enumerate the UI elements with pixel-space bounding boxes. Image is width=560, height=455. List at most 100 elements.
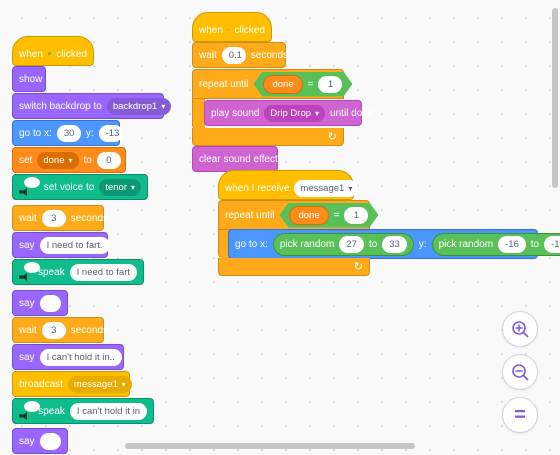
wait-seconds-input[interactable]: 3 bbox=[41, 321, 66, 339]
x-input[interactable]: 30 bbox=[56, 124, 81, 142]
say-label: say bbox=[19, 239, 35, 251]
until-done-label: until done bbox=[330, 107, 374, 119]
repeat-until-arm bbox=[218, 230, 231, 258]
done-variable[interactable]: done bbox=[263, 75, 302, 94]
seconds-label: seconds bbox=[70, 324, 109, 336]
repeat-until-arm bbox=[192, 99, 205, 129]
vertical-scrollbar[interactable] bbox=[552, 8, 558, 188]
say-text-input[interactable]: I can't hold it in.. bbox=[39, 348, 122, 366]
wait-label: wait bbox=[19, 212, 37, 224]
play-sound-label: play sound bbox=[211, 107, 260, 119]
go-to-label: go to x: bbox=[235, 238, 268, 250]
equals-operator[interactable]: done = 1 bbox=[253, 72, 352, 97]
speak-text-input[interactable]: I can't hold it in bbox=[69, 402, 147, 420]
compare-value-input[interactable]: 1 bbox=[318, 76, 342, 93]
repeat-until-block[interactable]: repeat until done = 1 bbox=[192, 69, 344, 99]
zoom-in-button[interactable] bbox=[502, 311, 538, 347]
green-flag-icon bbox=[228, 29, 230, 31]
zoom-in-icon bbox=[512, 321, 529, 338]
to-label: to bbox=[368, 238, 378, 250]
wait-block[interactable]: wait 3 seconds bbox=[12, 317, 108, 343]
text-to-speech-icon bbox=[19, 401, 41, 421]
say-label: say bbox=[19, 351, 35, 363]
speak-text-input[interactable]: I need to fart bbox=[69, 263, 137, 281]
pick-random-label: pick random bbox=[279, 238, 335, 250]
switch-backdrop-label: switch backdrop to bbox=[19, 100, 102, 112]
random-from-input[interactable]: -16 bbox=[498, 235, 526, 253]
set-value-input[interactable]: 0 bbox=[96, 151, 121, 169]
pick-random-x-operator[interactable]: pick random 27 to 33 bbox=[272, 232, 414, 256]
say-label: say bbox=[19, 435, 35, 447]
voice-dropdown[interactable]: tenor bbox=[99, 178, 141, 196]
say-block[interactable]: say I can't hold it in.. bbox=[12, 344, 124, 370]
when-label: when bbox=[199, 24, 223, 36]
wait-seconds-input[interactable]: 3 bbox=[41, 209, 66, 227]
to-label: to bbox=[530, 238, 540, 250]
y-input[interactable]: -13 bbox=[98, 124, 123, 142]
show-label: show bbox=[19, 73, 43, 85]
compare-value-input[interactable]: 1 bbox=[344, 207, 368, 224]
broadcast-message-dropdown[interactable]: message1 bbox=[67, 375, 132, 393]
zoom-reset-button[interactable]: = bbox=[502, 397, 538, 433]
pick-random-y-operator[interactable]: pick random -16 to -10 bbox=[431, 232, 560, 256]
repeat-until-label: repeat until bbox=[225, 209, 275, 221]
wait-seconds-input[interactable]: 0.1 bbox=[221, 46, 246, 64]
when-i-receive-hat[interactable]: when I receive message1 bbox=[218, 170, 359, 200]
play-sound-until-done-block[interactable]: play sound Drip Drop until done bbox=[204, 100, 373, 126]
wait-block[interactable]: wait 3 seconds bbox=[12, 205, 108, 231]
to-label: to bbox=[83, 154, 92, 166]
zoom-out-icon bbox=[512, 364, 529, 381]
say-text-input[interactable] bbox=[39, 294, 61, 312]
random-to-input[interactable]: 33 bbox=[382, 235, 407, 253]
clicked-label: clicked bbox=[234, 24, 265, 36]
backdrop-dropdown[interactable]: backdrop1 bbox=[106, 97, 172, 115]
say-block[interactable]: say bbox=[12, 428, 68, 454]
equals-sign: = bbox=[333, 209, 340, 221]
say-text-input[interactable]: I need to fart. bbox=[39, 236, 110, 254]
speak-block[interactable]: speak I need to fart bbox=[12, 259, 144, 285]
equals-operator[interactable]: done = 1 bbox=[279, 203, 378, 228]
clicked-label: clicked bbox=[56, 48, 87, 60]
random-from-input[interactable]: 27 bbox=[339, 235, 364, 253]
set-label: set bbox=[19, 154, 33, 166]
switch-backdrop-block[interactable]: switch backdrop to backdrop1 bbox=[12, 93, 172, 119]
say-block[interactable]: say I need to fart. bbox=[12, 232, 110, 258]
clear-sound-effects-block[interactable]: clear sound effects bbox=[192, 146, 283, 172]
speak-label: speak bbox=[37, 266, 65, 278]
wait-label: wait bbox=[199, 49, 217, 61]
green-flag-icon bbox=[48, 52, 52, 56]
done-variable[interactable]: done bbox=[289, 206, 328, 225]
say-text-input[interactable] bbox=[39, 432, 61, 450]
wait-label: wait bbox=[19, 324, 37, 336]
go-to-xy-block[interactable]: go to x: 30 y: -13 bbox=[12, 120, 123, 146]
broadcast-block[interactable]: broadcast message1 bbox=[12, 371, 132, 397]
text-to-speech-icon bbox=[19, 177, 40, 197]
go-to-random-xy-block[interactable]: go to x: pick random 27 to 33 y: pick ra… bbox=[228, 229, 560, 259]
repeat-until-footer: ↻ bbox=[192, 128, 344, 146]
show-block[interactable]: show bbox=[12, 66, 46, 92]
set-voice-block[interactable]: set voice to tenor bbox=[12, 174, 148, 200]
say-block[interactable]: say bbox=[12, 290, 68, 316]
speak-block[interactable]: speak I can't hold it in bbox=[12, 398, 154, 424]
when-flag-clicked-hat[interactable]: when clicked bbox=[192, 12, 272, 42]
zoom-out-button[interactable] bbox=[502, 354, 538, 390]
random-to-input[interactable]: -10 bbox=[544, 235, 560, 253]
y-label: y: bbox=[418, 238, 427, 250]
receive-message-dropdown[interactable]: message1 bbox=[294, 179, 359, 197]
say-label: say bbox=[19, 297, 35, 309]
speak-label: speak bbox=[38, 405, 65, 417]
text-to-speech-icon bbox=[19, 262, 40, 282]
horizontal-scrollbar[interactable] bbox=[125, 443, 415, 449]
when-flag-clicked-hat[interactable]: when clicked bbox=[12, 36, 94, 66]
set-variable-block[interactable]: set done to 0 bbox=[12, 147, 126, 173]
variable-dropdown[interactable]: done bbox=[37, 151, 79, 169]
loop-arrow-icon: ↻ bbox=[353, 261, 363, 273]
set-voice-label: set voice to bbox=[43, 181, 95, 193]
equals-sign: = bbox=[307, 78, 314, 90]
seconds-label: seconds bbox=[250, 49, 289, 61]
wait-block[interactable]: wait 0.1 seconds bbox=[192, 42, 289, 68]
equals-icon: = bbox=[514, 404, 526, 426]
broadcast-label: broadcast bbox=[19, 378, 63, 390]
repeat-until-block[interactable]: repeat until done = 1 bbox=[218, 200, 370, 230]
sound-dropdown[interactable]: Drip Drop bbox=[264, 104, 326, 122]
